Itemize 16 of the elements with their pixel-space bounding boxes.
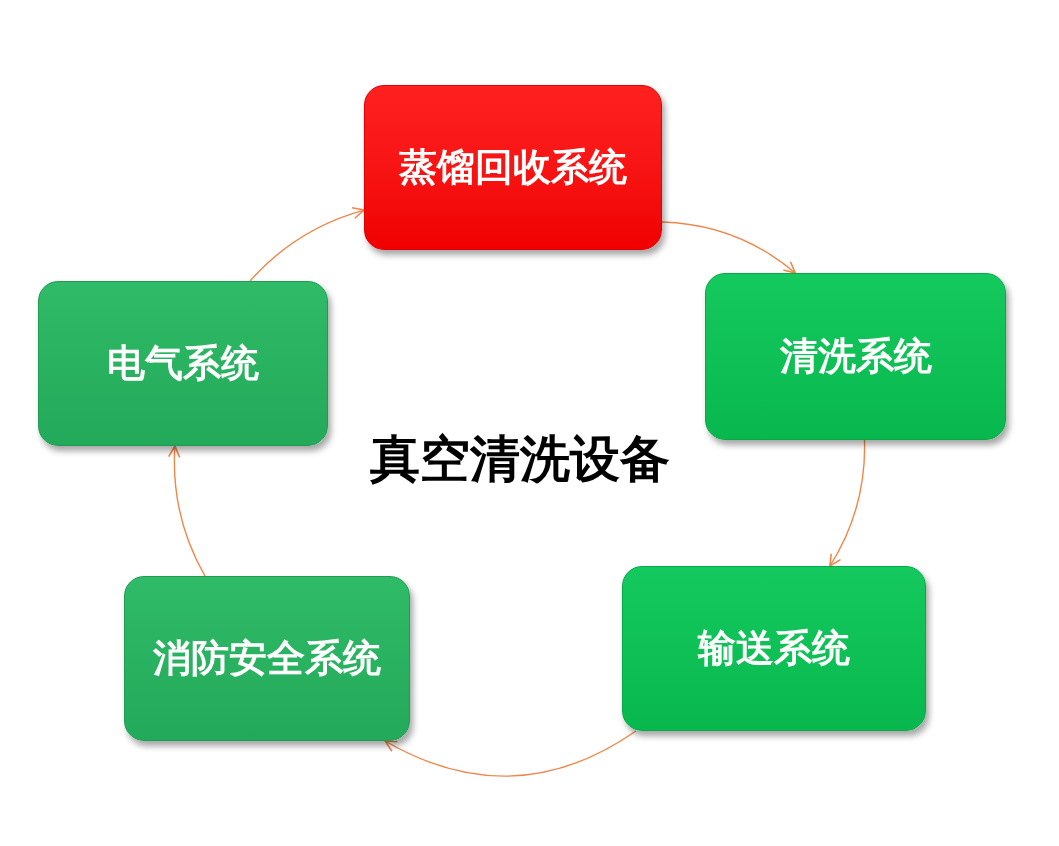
curved-arrow	[829, 439, 866, 567]
system-box	[705, 273, 1006, 440]
system-label: 输送系统	[698, 625, 850, 671]
system-label: 清洗系统	[779, 333, 932, 379]
curved-arrow	[168, 445, 206, 577]
system-box	[622, 566, 926, 731]
curved-arrow	[384, 730, 637, 777]
system-label: 蒸馏回收系统	[399, 144, 627, 190]
diagram-title: 真空清洗设备	[370, 430, 670, 489]
system-label: 电气系统	[107, 340, 259, 386]
system-box	[124, 576, 410, 741]
curved-arrow	[661, 221, 797, 274]
system-box	[364, 85, 662, 250]
system-label: 消防安全系统	[153, 635, 381, 681]
curved-arrow	[249, 207, 365, 282]
system-box	[38, 281, 328, 446]
